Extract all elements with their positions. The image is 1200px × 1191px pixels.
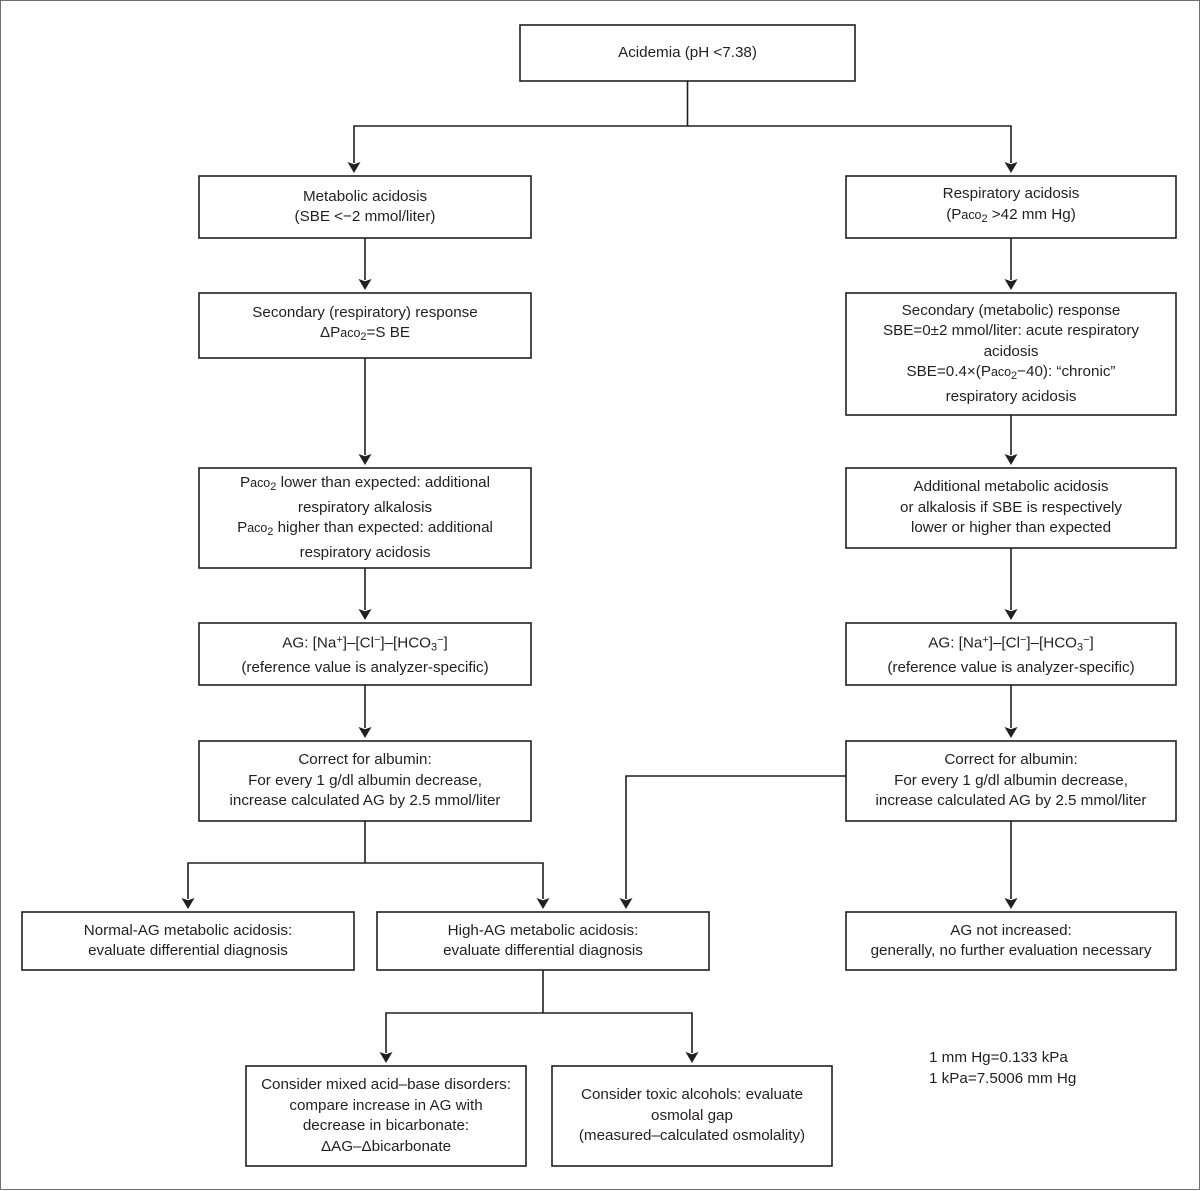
albumin-right-line-2: For every 1 g/dl albumin decrease,: [894, 771, 1128, 789]
toxic-alcohols-line-3: (measured–calculated osmolality): [578, 1127, 806, 1145]
secondary-metabolic-line-2: SBE=0±2 mmol/liter: acute respiratory: [882, 322, 1140, 340]
secondary-metabolic-line-1: Secondary (metabolic) response: [901, 301, 1121, 319]
node-high-ag-metabolic-acidosis: High-AG metabolic acidosis: evaluate dif…: [377, 912, 709, 970]
edge-acidemia-to-metabolic-acidosis: [347, 125, 688, 173]
secondary-metabolic-line-4: SBE=0.4×(Paco2−40): “chronic”: [906, 363, 1116, 383]
albumin-left-line-1: Correct for albumin:: [298, 751, 432, 769]
secondary-metabolic-line-5: respiratory acidosis: [945, 387, 1077, 405]
rect-secondary-respiratory-response: [198, 292, 532, 359]
node-correct-for-albumin-left: Correct for albumin: For every 1 g/dl al…: [199, 741, 531, 821]
ag-left-line-2: (reference value is analyzer-specific): [241, 658, 489, 676]
rect-acidemia: [519, 24, 856, 82]
edge-albumin-left-to-high-ag: [365, 862, 550, 909]
node-respiratory-acidosis: Respiratory acidosis (Paco2 >42 mm Hg): [846, 176, 1176, 238]
ag-right-line-2: (reference value is analyzer-specific): [887, 658, 1135, 676]
respiratory-acidosis-line-1: Respiratory acidosis: [942, 185, 1080, 203]
normal-ag-line-1: Normal-AG metabolic acidosis:: [83, 921, 293, 939]
toxic-alcohols-line-2: osmolal gap: [651, 1106, 733, 1124]
additional-metabolic-line-3: lower or higher than expected: [910, 519, 1112, 537]
mixed-disorders-line-3: decrease in bicarbonate:: [302, 1117, 470, 1134]
ag-not-increased-line-1: AG not increased:: [950, 921, 1072, 939]
rect-paco2-expected-deviation: [198, 467, 532, 569]
ag-left-formula: AG: [Na+]–[Cl−]–[HCO3−]: [282, 633, 448, 654]
edge-albumin-right-to-high-ag: [619, 775, 846, 909]
edge-acidemia-to-respiratory-acidosis: [687, 125, 1018, 173]
node-consider-toxic-alcohols: Consider toxic alcohols: evaluate osmola…: [552, 1066, 832, 1166]
edge-high-ag-to-toxic-alcohols: [543, 1012, 699, 1063]
node-correct-for-albumin-right: Correct for albumin: For every 1 g/dl al…: [846, 741, 1176, 821]
rect-anion-gap-formula-left: [198, 622, 532, 686]
additional-metabolic-line-1: Additional metabolic acidosis: [913, 478, 1109, 496]
edge-albumin-left-to-normal-ag: [181, 862, 365, 909]
node-paco2-expected-deviation: Paco2 lower than expected: additional re…: [199, 468, 531, 568]
rect-consider-mixed-acid-base-disorders: [245, 1065, 527, 1167]
metabolic-acidosis-line-1: Metabolic acidosis: [302, 187, 428, 205]
rect-consider-toxic-alcohols: [551, 1065, 833, 1167]
rect-correct-for-albumin-left: [198, 740, 532, 822]
secondary-respiratory-line-2: ΔPaco2=S BE: [320, 324, 410, 344]
edges: [181, 81, 1018, 1063]
albumin-left-line-3: increase calculated AG by 2.5 mmol/liter: [229, 792, 501, 810]
albumin-left-line-2: For every 1 g/dl albumin decrease,: [248, 771, 482, 789]
conversion-note-line-1: 1 mm Hg=0.133 kPa: [929, 1049, 1068, 1066]
node-additional-metabolic-acidosis: Additional metabolic acidosis or alkalos…: [846, 468, 1176, 548]
mixed-disorders-line-1: Consider mixed acid–base disorders:: [261, 1076, 511, 1093]
node-anion-gap-formula-right: AG: [Na+]–[Cl−]–[HCO3−] (reference value…: [846, 623, 1176, 685]
rect-metabolic-acidosis: [198, 175, 532, 239]
acidemia-line-1: Acidemia (pH <7.38): [618, 43, 757, 61]
conversion-note-line-2: 1 kPa=7.5006 mm Hg: [929, 1070, 1077, 1087]
respiratory-acidosis-line-2: (Paco2 >42 mm Hg): [946, 205, 1076, 226]
rect-secondary-metabolic-response: [845, 292, 1177, 416]
paco2-expected-line-2: respiratory alkalosis: [297, 498, 433, 516]
node-consider-mixed-acid-base-disorders: Consider mixed acid–base disorders: comp…: [246, 1066, 526, 1166]
edge-high-ag-to-mixed-disorders: [379, 1012, 543, 1063]
normal-ag-line-2: evaluate differential diagnosis: [88, 942, 288, 959]
ag-right-formula: AG: [Na+]–[Cl−]–[HCO3−]: [928, 633, 1094, 654]
mixed-disorders-line-2: compare increase in AG with: [289, 1096, 483, 1114]
node-acidemia: Acidemia (pH <7.38): [520, 25, 855, 81]
node-anion-gap-formula-left: AG: [Na+]–[Cl−]–[HCO3−] (reference value…: [199, 623, 531, 685]
additional-metabolic-line-2: or alkalosis if SBE is respectively: [900, 498, 1122, 516]
paco2-expected-line-3: Paco2 higher than expected: additional: [237, 519, 493, 539]
rect-correct-for-albumin-right: [845, 740, 1177, 822]
paco2-expected-line-4: respiratory acidosis: [299, 543, 431, 561]
secondary-respiratory-line-1: Secondary (respiratory) response: [252, 303, 478, 321]
secondary-metabolic-line-3: acidosis: [983, 342, 1039, 360]
node-secondary-respiratory-response: Secondary (respiratory) response ΔPaco2=…: [199, 293, 531, 358]
rect-ag-not-increased: [845, 911, 1177, 971]
node-secondary-metabolic-response: Secondary (metabolic) response SBE=0±2 m…: [846, 293, 1176, 415]
high-ag-line-2: evaluate differential diagnosis: [443, 942, 643, 959]
node-ag-not-increased: AG not increased: generally, no further …: [846, 912, 1176, 970]
ag-not-increased-line-2: generally, no further evaluation necessa…: [870, 942, 1152, 959]
node-normal-ag-metabolic-acidosis: Normal-AG metabolic acidosis: evaluate d…: [22, 912, 354, 970]
high-ag-line-1: High-AG metabolic acidosis:: [447, 921, 639, 939]
paco2-expected-line-1: Paco2 lower than expected: additional: [240, 473, 490, 493]
rect-respiratory-acidosis: [845, 175, 1177, 239]
toxic-alcohols-line-1: Consider toxic alcohols: evaluate: [580, 1086, 804, 1104]
pressure-unit-conversion-note: 1 mm Hg=0.133 kPa 1 kPa=7.5006 mm Hg: [929, 1047, 1076, 1089]
mixed-disorders-line-4: ΔAG–Δbicarbonate: [320, 1137, 452, 1155]
albumin-right-line-3: increase calculated AG by 2.5 mmol/liter: [875, 792, 1147, 810]
node-rects: [21, 24, 1177, 1167]
metabolic-acidosis-line-2: (SBE <−2 mmol/liter): [294, 208, 436, 225]
rect-normal-ag-metabolic-acidosis: [21, 911, 355, 971]
node-metabolic-acidosis: Metabolic acidosis (SBE <−2 mmol/liter): [199, 176, 531, 238]
albumin-right-line-1: Correct for albumin:: [944, 751, 1078, 769]
